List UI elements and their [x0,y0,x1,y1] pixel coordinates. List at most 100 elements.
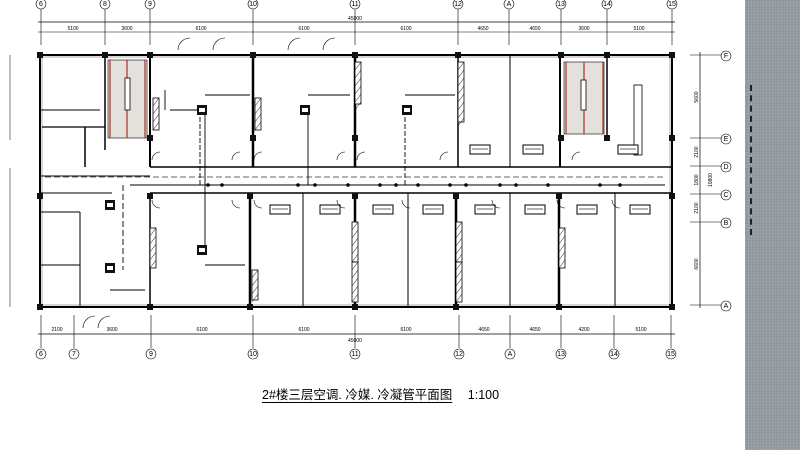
door-swing [336,151,346,161]
dimension-value: 6100 [195,26,206,32]
dimension-texts-bottom: 2100 3600 6100 6100 6100 4650 4650 4200 … [51,327,646,344]
hatch-line [455,253,463,263]
axis-bubble [349,348,361,360]
hatch-line [152,121,160,131]
hatch-line [351,245,359,255]
column [102,52,108,58]
axis-label: 7 [72,351,76,358]
hatch-line [457,77,465,87]
dimension-value: 6100 [196,327,207,333]
column [352,193,358,199]
ac-cassette-grille [107,203,113,207]
axis-label: 13 [557,1,565,8]
hatch-line [455,293,463,303]
hatch-line [455,277,463,287]
column [147,304,153,310]
column [455,52,461,58]
column [556,304,562,310]
door-swing [253,151,263,161]
axis-bubble [247,0,259,10]
hatch-line [354,61,362,71]
door-swing [571,151,581,161]
hatch-line [152,97,160,107]
hatch-line [558,235,566,245]
column [669,52,675,58]
axis-label: 10 [249,1,257,8]
drawing-title: 2#楼三层空调. 冷媒. 冷凝管平面图 [262,388,453,402]
dimension-total: 45000 [348,338,362,344]
hatch-line [455,269,463,279]
axis-bubble [503,0,515,10]
hatch-line [254,105,262,115]
hatch-line [558,251,566,261]
pipe-joint [296,183,300,187]
dimension-value: 4650 [529,26,540,32]
door-swing [322,37,336,51]
hatch-line [351,229,359,239]
dimension-value: 3600 [578,26,589,32]
hatch-line [149,235,157,245]
ac-cassette-grille [199,108,205,112]
axis-labels-top: 6 8 9 10 11 12 A 13 14 15 [39,1,676,8]
hatch-line [558,227,566,237]
axis-label: 11 [351,1,358,8]
axis-bubble [720,300,732,312]
column [352,135,358,141]
structural-columns [37,52,675,310]
axis-bubble [349,0,361,10]
wardrobe [152,97,160,131]
door-swing [611,199,621,209]
hatch-line [351,261,359,271]
hatch-line [457,85,465,95]
wardrobe [251,269,259,301]
door-swing [253,199,263,209]
door-swing [439,151,449,161]
axis-label: 6 [39,351,43,358]
hatch-line [354,69,362,79]
axis-label: 12 [454,1,462,8]
axis-bubble [504,348,516,360]
axis-label: 10 [249,351,257,358]
pipe-joint [448,183,452,187]
door-swing [97,315,111,329]
axis-bubble [665,348,677,360]
axis-bubble [720,161,732,173]
dimension-texts-right: 5600 2100 1800 2100 6600 19800 [694,91,714,269]
axis-label: C [723,192,728,199]
column [147,52,153,58]
axis-label: 15 [668,1,676,8]
dimension-value: 3600 [106,327,117,333]
ac-wall-units [269,144,651,215]
equipment-rack [633,84,643,156]
stair-right [563,61,605,135]
dimension-value: 4650 [477,26,488,32]
column [250,135,256,141]
axis-bubble [720,217,732,229]
door-swing [556,199,566,209]
dimension-value: 2100 [694,146,700,157]
ac-wall-unit [469,144,491,155]
dimension-value: 6100 [298,327,309,333]
axis-bubble [453,348,465,360]
hatch-line [251,285,259,295]
axis-label: 14 [610,351,618,358]
hatch-line [455,245,463,255]
axis-bubble [68,348,80,360]
ac-cassette-grille [199,248,205,252]
axis-label: 11 [351,351,358,358]
door-swing [287,37,301,51]
axis-bubble [720,133,732,145]
axis-label: A [508,351,513,358]
hatch-line [351,253,359,263]
dimension-value: 4200 [578,327,589,333]
axis-label: B [724,220,729,227]
hatch-line [251,269,259,279]
dimension-value: 5100 [67,26,78,32]
pipe-joint [546,183,550,187]
dimension-value: 2100 [51,327,62,333]
axis-label: 15 [667,351,675,358]
hatch-line [152,113,160,123]
pipe-joint [498,183,502,187]
hatch-line [455,285,463,295]
axis-label: D [723,164,728,171]
